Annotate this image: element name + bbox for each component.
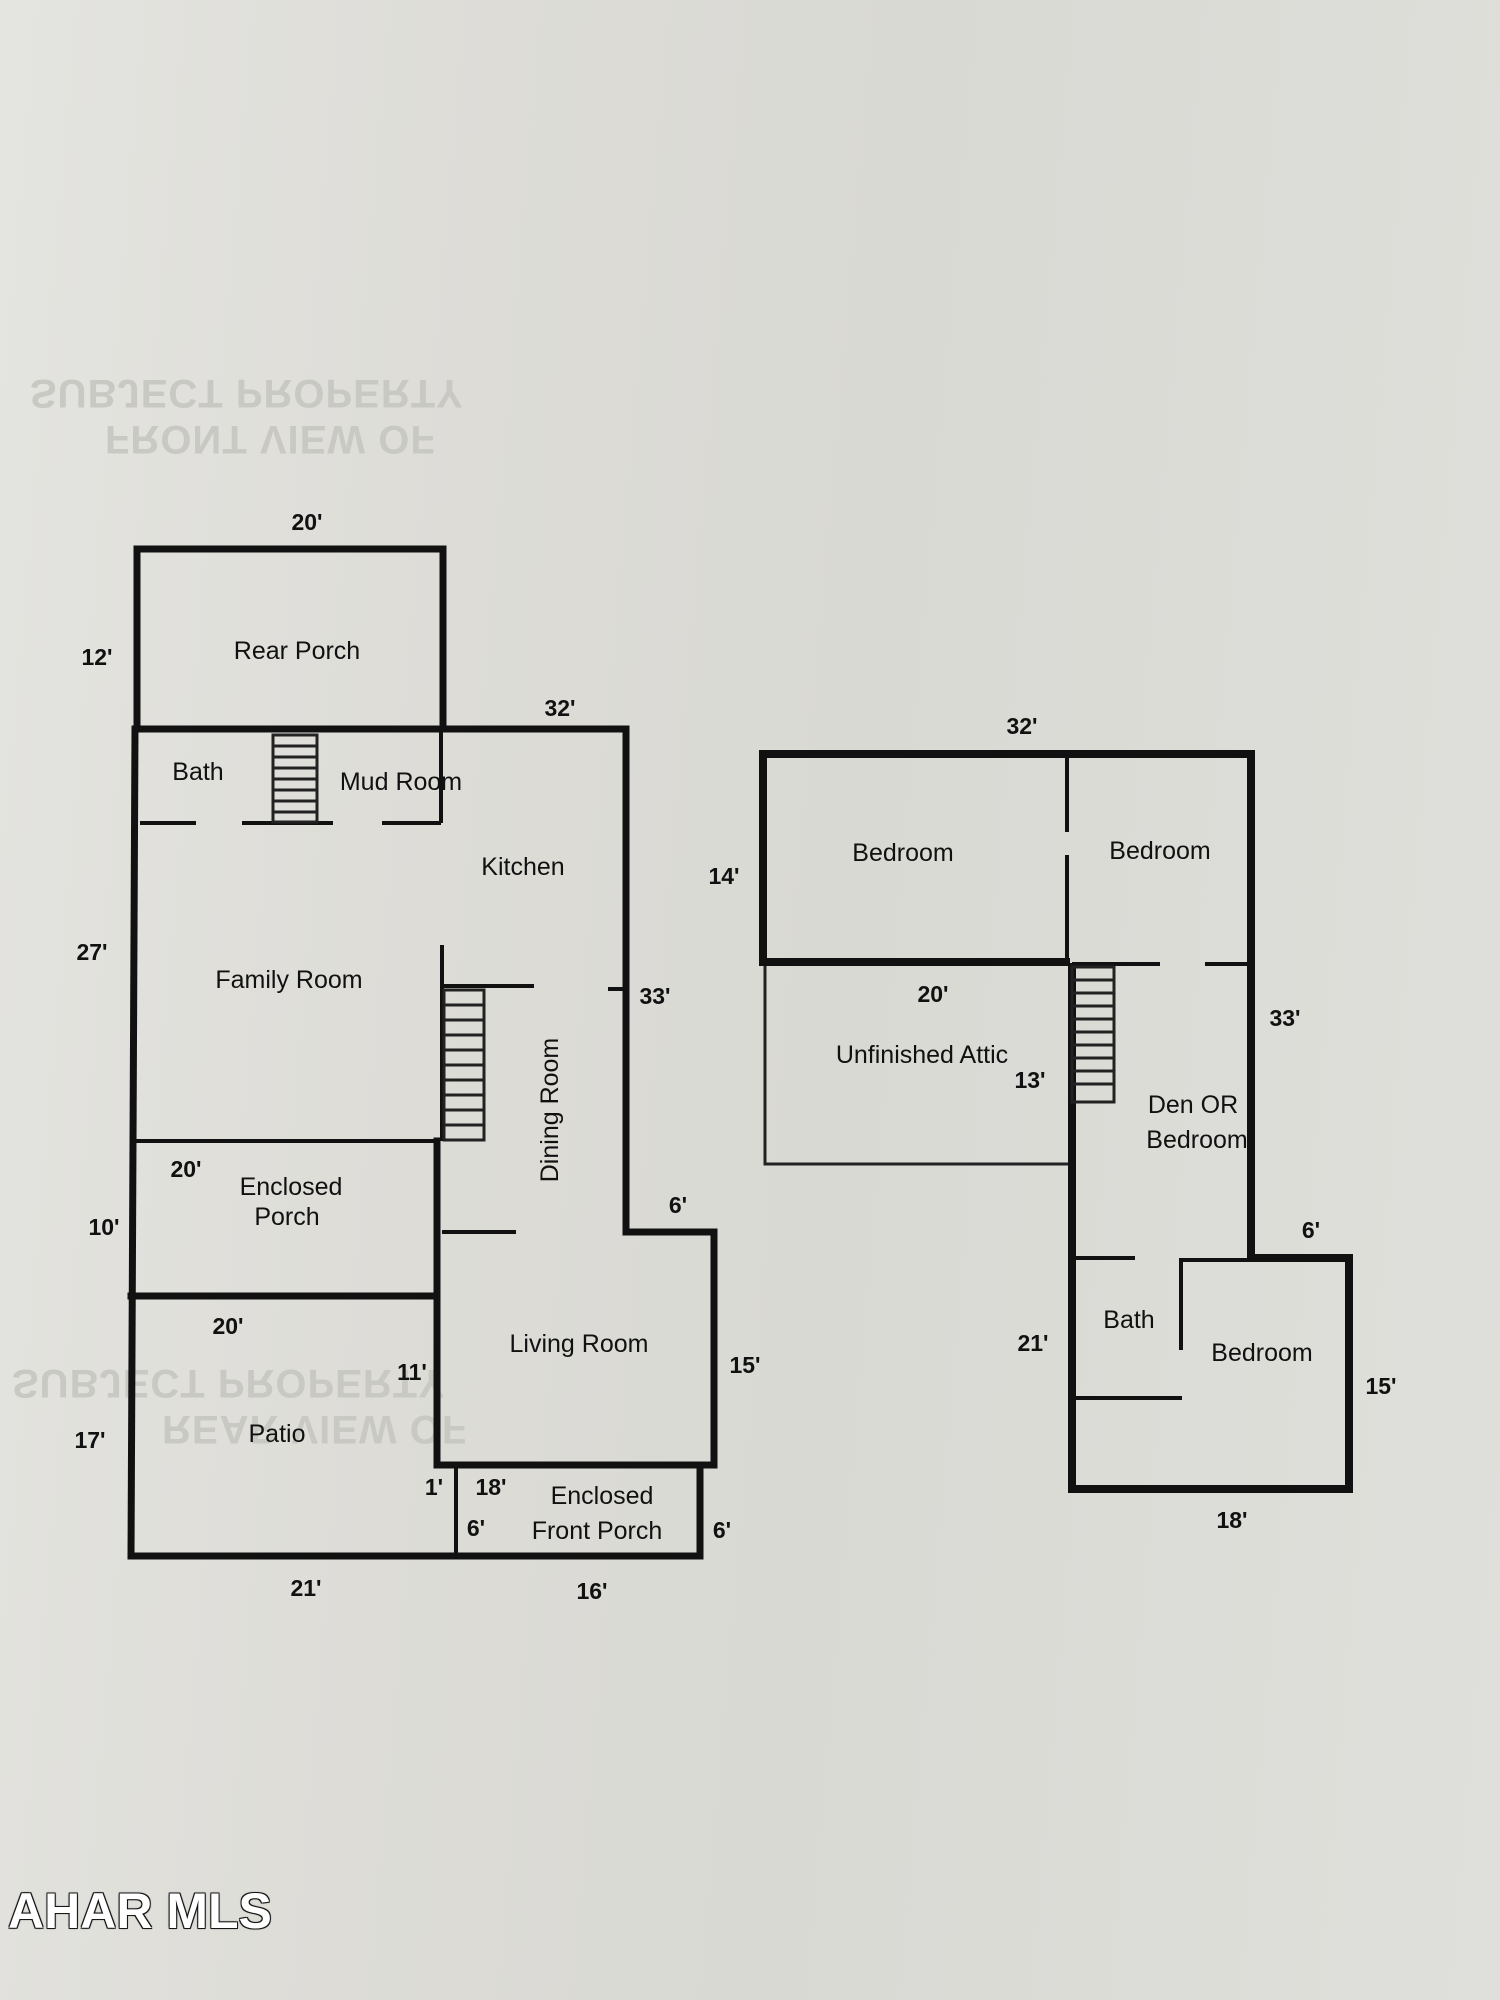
room-label-rear-porch: Rear Porch <box>234 637 360 665</box>
dimension-label: 11' <box>397 1359 427 1385</box>
room-label-front-porch-line1: Enclosed <box>551 1482 654 1510</box>
upper-floor-outline <box>759 750 1353 1493</box>
room-label-bedroom: Bedroom <box>852 839 953 867</box>
room-label-kitchen: Kitchen <box>481 853 564 881</box>
second-floor-plan: Bedroom Bedroom Unfinished Attic Den OR … <box>708 713 1396 1533</box>
dimension-label: 6' <box>1302 1217 1320 1243</box>
dimension-label: 20' <box>917 981 948 1007</box>
first-floor-plan: Rear Porch Bath Mud Room Kitchen Family … <box>74 509 760 1604</box>
dimension-label: 6' <box>669 1192 687 1218</box>
dimension-label: 21' <box>290 1575 321 1601</box>
dimension-label: 17' <box>74 1427 105 1453</box>
dimension-label: 14' <box>708 863 739 889</box>
dimension-label: 33' <box>639 983 670 1009</box>
stairs-dining-room <box>442 988 486 1142</box>
dimension-label: 21' <box>1017 1330 1048 1356</box>
stairs-upper-floor <box>1070 965 1116 1104</box>
bedroom-wall <box>1179 1258 1253 1350</box>
room-label-enclosed-porch-line2: Porch <box>254 1203 319 1231</box>
dimension-label: 12' <box>81 644 112 670</box>
room-label-living-room: Living Room <box>510 1330 649 1358</box>
room-label-den-line2: Bedroom <box>1146 1126 1247 1154</box>
dimension-label: 33' <box>1269 1005 1300 1031</box>
dimension-label: 27' <box>76 939 107 965</box>
dimension-label: 13' <box>1014 1067 1045 1093</box>
patio-front-porch-bottom <box>127 1461 704 1560</box>
dimension-label: 20' <box>212 1313 243 1339</box>
dimension-label: 6' <box>467 1515 485 1541</box>
room-label-mud-room: Mud Room <box>340 768 462 796</box>
room-label-patio: Patio <box>249 1420 306 1448</box>
room-label-den-line1: Den OR <box>1148 1091 1238 1119</box>
main-house-outline <box>433 725 718 1469</box>
dimension-label: 32' <box>1006 713 1037 739</box>
dimension-label: 16' <box>576 1578 607 1604</box>
room-label-unfinished-attic: Unfinished Attic <box>836 1041 1008 1069</box>
room-label-dining-room: Dining Room <box>536 1038 564 1183</box>
dimension-label: 15' <box>1365 1373 1396 1399</box>
dimension-label: 32' <box>544 695 575 721</box>
dimension-label: 18' <box>1216 1507 1247 1533</box>
room-label-enclosed-porch-line1: Enclosed <box>240 1173 343 1201</box>
room-label-front-porch-line2: Front Porch <box>532 1517 663 1545</box>
room-label-bedroom: Bedroom <box>1109 837 1210 865</box>
rear-porch-walls <box>133 545 447 733</box>
dimension-label: 15' <box>729 1352 760 1378</box>
mls-watermark: AHAR MLS <box>8 1883 272 1939</box>
dimension-label: 10' <box>88 1214 119 1240</box>
attic-walls <box>763 966 1068 1166</box>
dimension-label: 18' <box>475 1474 506 1500</box>
dimension-label: 20' <box>170 1156 201 1182</box>
room-label-family-room: Family Room <box>215 966 362 994</box>
dimension-label: 20' <box>291 509 322 535</box>
stairs-mud-room <box>271 733 319 824</box>
room-label-bath: Bath <box>1103 1306 1154 1334</box>
dimension-label: 6' <box>713 1517 731 1543</box>
dimension-label: 1' <box>425 1474 443 1500</box>
room-label-bath: Bath <box>172 758 223 786</box>
room-label-bedroom: Bedroom <box>1211 1339 1312 1367</box>
